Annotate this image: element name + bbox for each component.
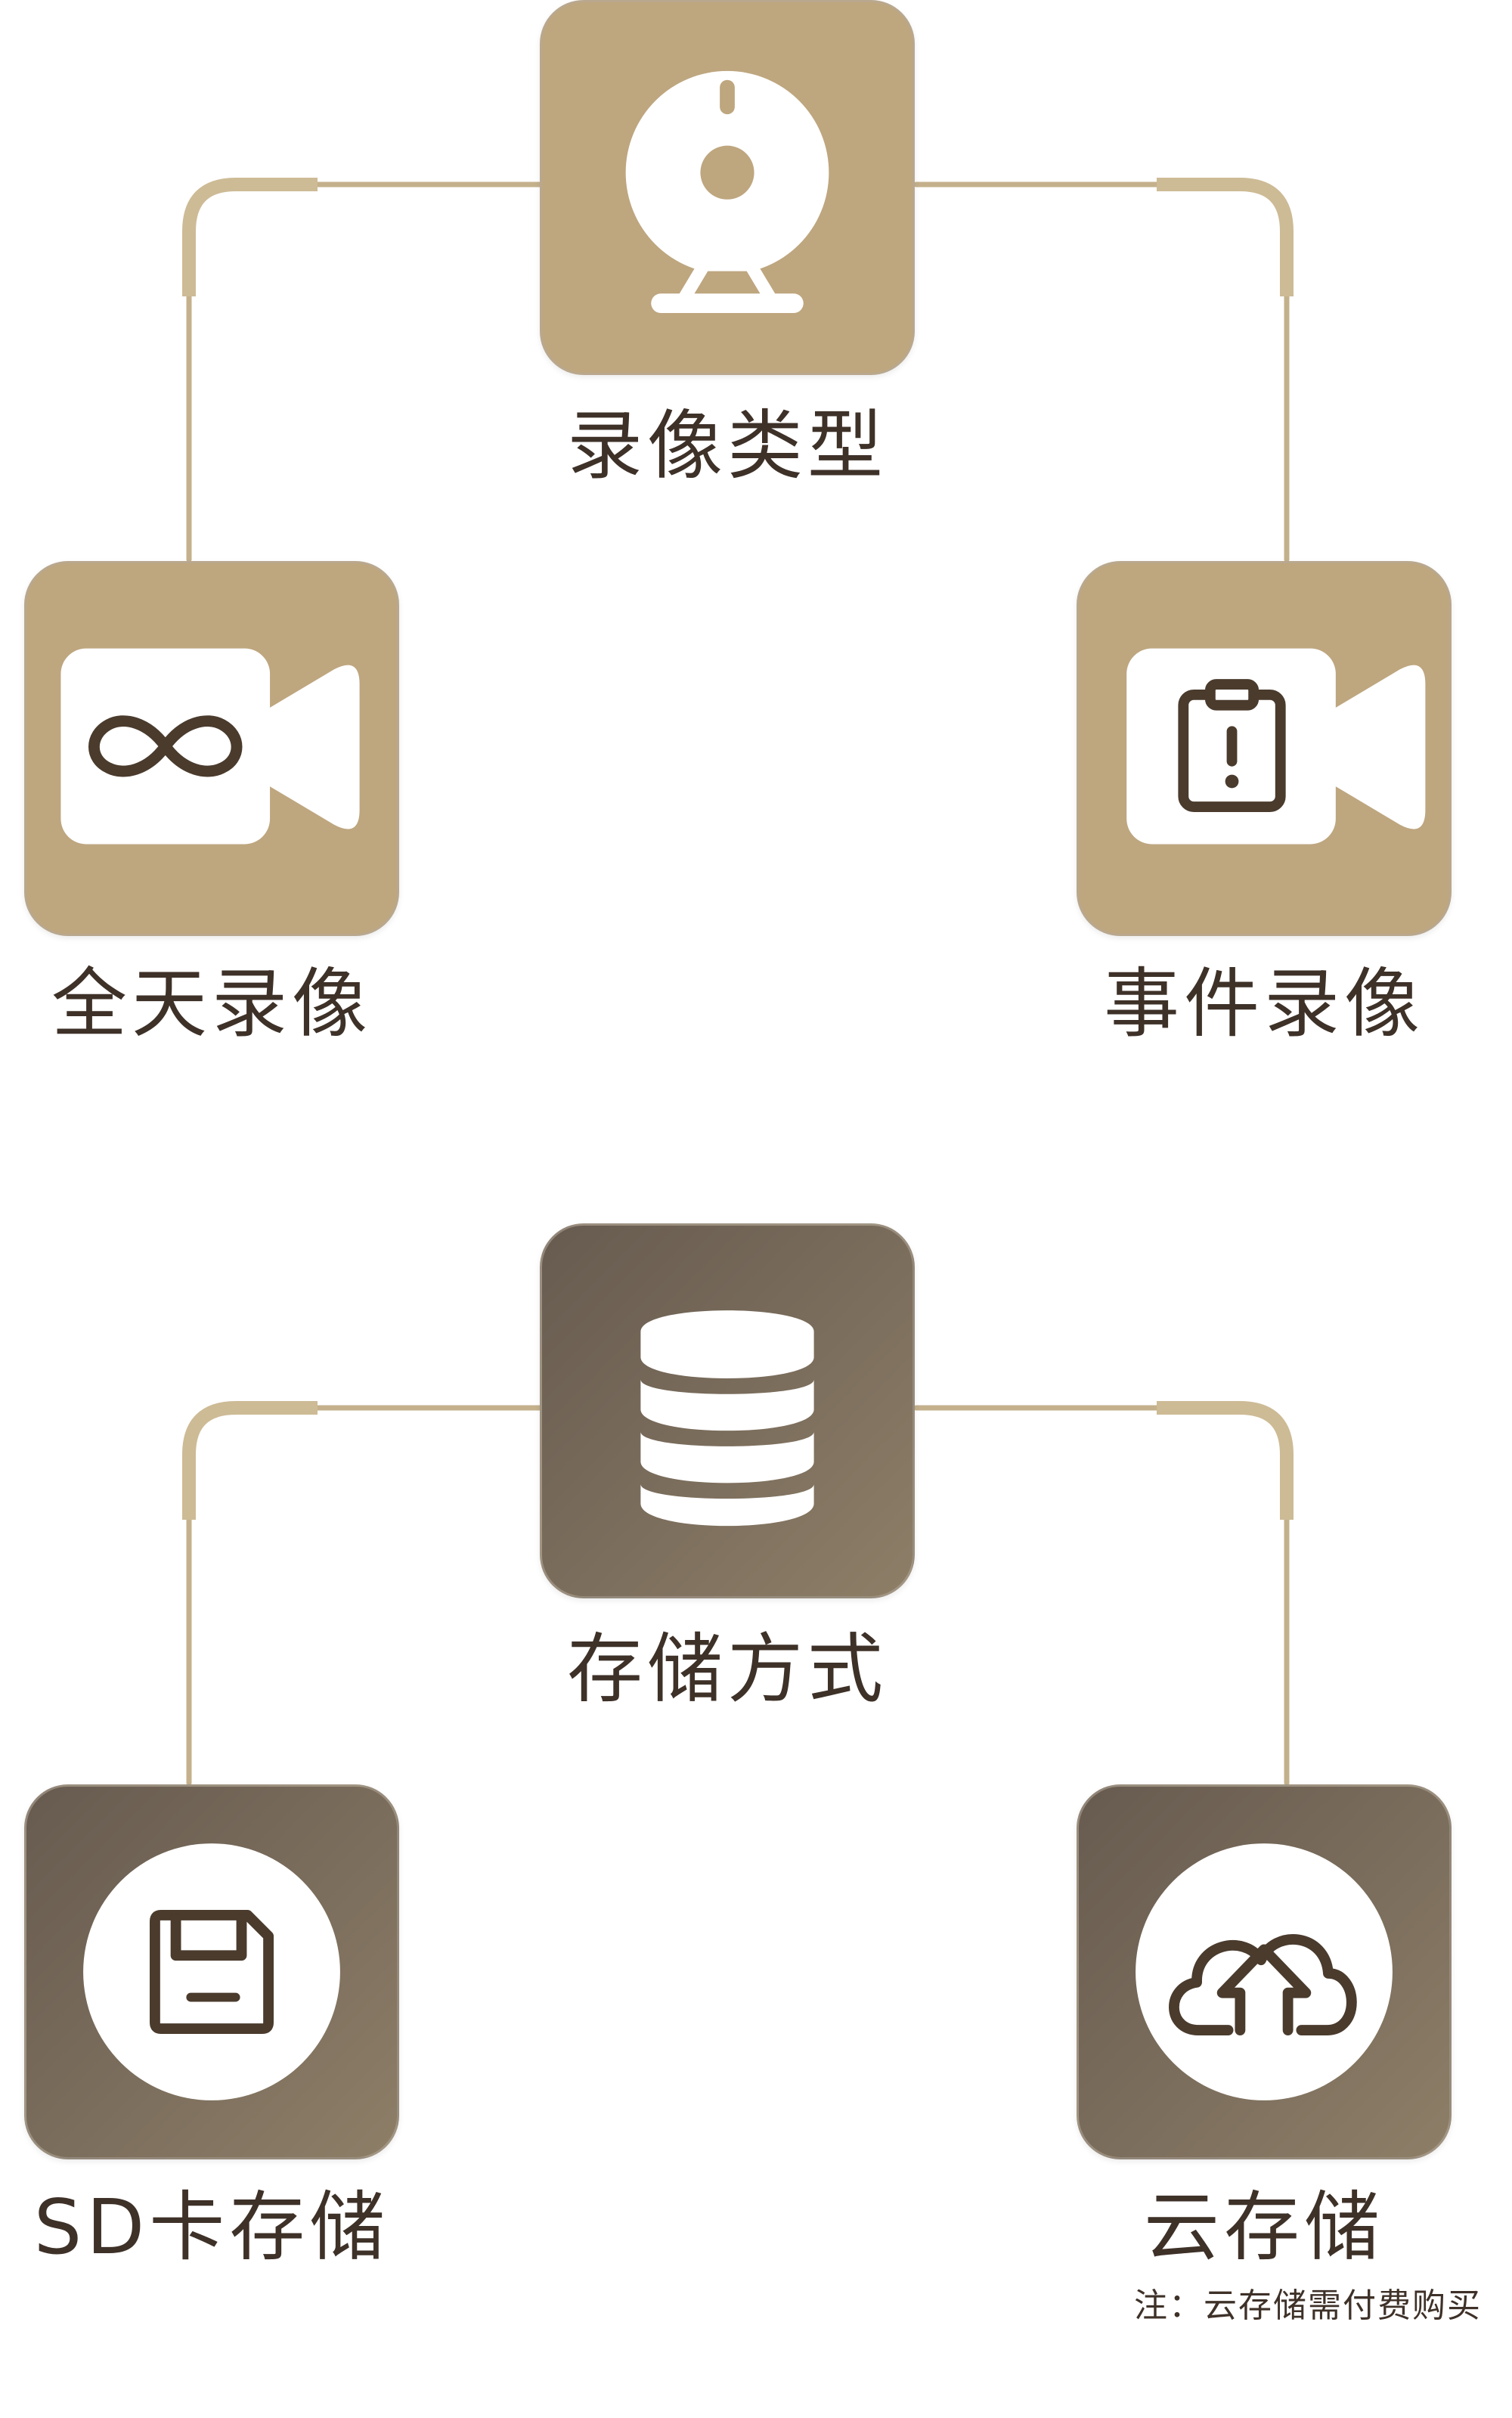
sd-card-storage-label: SD卡存储: [33, 2183, 390, 2271]
recording-type-label: 录像类型: [567, 401, 888, 490]
all-day-recording-tile: [24, 561, 399, 936]
connector-storage-right: [913, 1405, 1290, 1786]
database-icon: [640, 1310, 814, 1527]
connector-recording-left: [186, 181, 544, 563]
storage-method-label: 存储方式: [567, 1625, 888, 1713]
event-recording-label: 事件录像: [1104, 959, 1424, 1048]
event-recording-tile: [1077, 561, 1452, 936]
cloud-upload-icon: [1136, 1843, 1393, 2100]
storage-method-tile: [540, 1223, 915, 1598]
connector-recording-right: [913, 181, 1290, 563]
footnote: 注：云存储需付费购买: [1134, 2286, 1482, 2325]
connector-storage-left: [186, 1405, 544, 1786]
floppy-disk-icon: [83, 1843, 340, 2100]
cloud-storage-label: 云存储: [1144, 2183, 1384, 2271]
infinity-video-icon: [60, 648, 360, 845]
cloud-storage-tile: [1077, 1784, 1452, 2159]
sd-card-storage-tile: [24, 1784, 399, 2159]
recording-type-tile: [540, 0, 915, 375]
webcam-icon: [625, 70, 829, 313]
all-day-recording-label: 全天录像: [51, 959, 372, 1048]
alert-clipboard-video-icon: [1126, 648, 1426, 845]
